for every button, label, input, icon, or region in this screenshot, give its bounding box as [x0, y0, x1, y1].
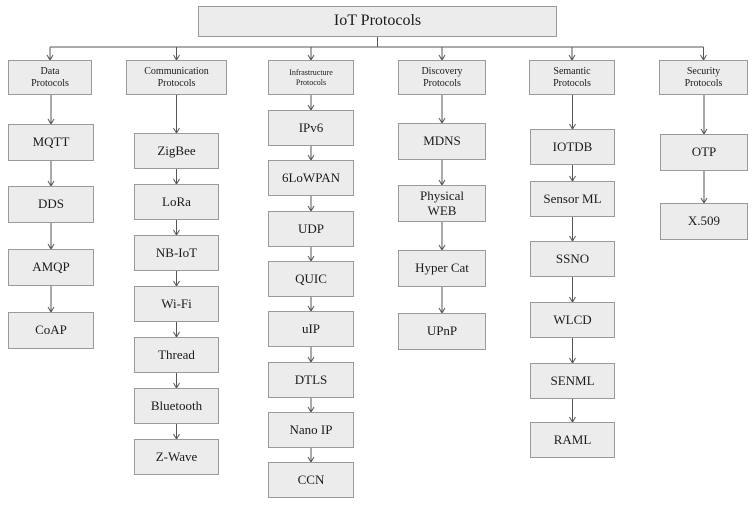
- protocol-otp: OTP: [660, 134, 748, 171]
- protocol-raml: RAML: [530, 422, 615, 458]
- protocol-quic: QUIC: [268, 261, 354, 297]
- protocol-amqp: AMQP: [8, 249, 94, 286]
- protocol-ipv6: IPv6: [268, 110, 354, 146]
- protocol-udp: UDP: [268, 211, 354, 247]
- protocol-z-wave: Z-Wave: [134, 439, 219, 475]
- category-infrastructure: Infrastructure Protocols: [268, 60, 354, 95]
- protocol-x509: X.509: [660, 203, 748, 240]
- protocol-iotdb: IOTDB: [530, 129, 615, 165]
- protocol-ccn: CCN: [268, 462, 354, 498]
- protocol-thread: Thread: [134, 337, 219, 373]
- protocol-nano-ip: Nano IP: [268, 412, 354, 448]
- protocol-physical-web: Physical WEB: [398, 185, 486, 222]
- category-security: Security Protocols: [659, 60, 748, 95]
- protocol-hyper-cat: Hyper Cat: [398, 250, 486, 287]
- protocol-wi-fi: Wi-Fi: [134, 286, 219, 322]
- protocol-zigbee: ZigBee: [134, 133, 219, 169]
- protocol-ssno: SSNO: [530, 241, 615, 277]
- protocol-6lowpan: 6LoWPAN: [268, 160, 354, 196]
- protocol-mqtt: MQTT: [8, 124, 94, 161]
- protocol-nb-iot: NB-IoT: [134, 235, 219, 271]
- protocol-senml: SENML: [530, 363, 615, 399]
- category-data: Data Protocols: [8, 60, 92, 95]
- category-communication: Communication Protocols: [126, 60, 227, 95]
- protocol-dtls: DTLS: [268, 362, 354, 398]
- protocol-mdns: MDNS: [398, 123, 486, 160]
- protocol-lora: LoRa: [134, 184, 219, 220]
- protocol-wlcd: WLCD: [530, 302, 615, 338]
- root-node-iot-protocols: IoT Protocols: [198, 6, 557, 37]
- protocol-dds: DDS: [8, 186, 94, 223]
- protocol-bluetooth: Bluetooth: [134, 388, 219, 424]
- protocol-uip: uIP: [268, 311, 354, 347]
- protocol-coap: CoAP: [8, 312, 94, 349]
- category-semantic: Semantic Protocols: [529, 60, 615, 95]
- protocol-sensor-ml: Sensor ML: [530, 181, 615, 217]
- protocol-upnp: UPnP: [398, 313, 486, 350]
- category-discovery: Discovery Protocols: [398, 60, 486, 95]
